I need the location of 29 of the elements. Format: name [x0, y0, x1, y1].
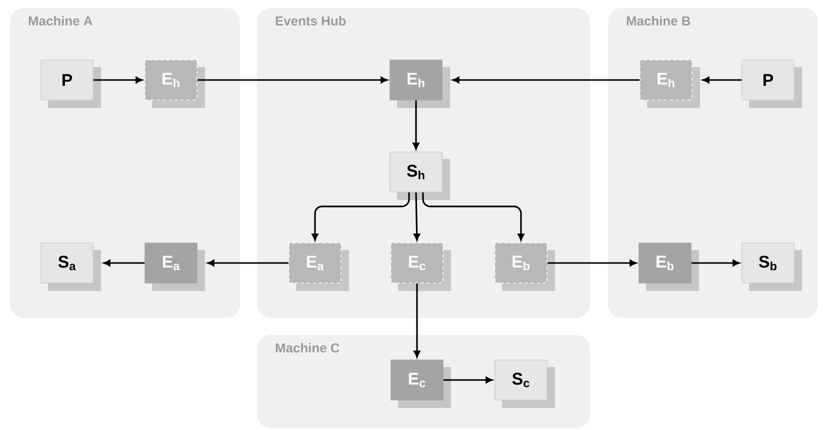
event-box: E$_{a}$	[288, 242, 349, 291]
event-box: E$_{c}$	[390, 360, 451, 408]
arrow	[422, 192, 524, 241]
event-box: P	[40, 60, 101, 108]
event-box: S$_{c}$	[494, 360, 555, 408]
arrow	[412, 100, 420, 150]
event-box: P	[742, 60, 802, 108]
event-box: E$_{c}$	[390, 242, 451, 291]
event-box: S$_{a}$	[40, 242, 101, 291]
event-box: E$_{h}$	[144, 60, 205, 108]
event-box: E$_{b}$	[638, 242, 699, 291]
event-box: E$_{h}$	[640, 60, 700, 108]
event-box: S$_{h}$	[390, 152, 450, 200]
arrow	[691, 260, 740, 266]
event-box: E$_{b}$	[494, 242, 555, 291]
event-box: S$_{b}$	[742, 242, 802, 291]
arrow	[93, 76, 143, 84]
arrow	[414, 283, 420, 358]
event-box: E$_{a}$	[144, 242, 205, 291]
arrow	[452, 76, 640, 84]
arrow	[414, 192, 420, 241]
event-box: E$_{h}$	[390, 60, 450, 108]
arrow	[312, 192, 410, 241]
arrow	[702, 76, 742, 84]
arrow	[207, 260, 289, 266]
arrow	[547, 260, 637, 266]
arrow	[197, 76, 388, 84]
arrow	[443, 376, 493, 384]
arrow	[103, 260, 145, 266]
